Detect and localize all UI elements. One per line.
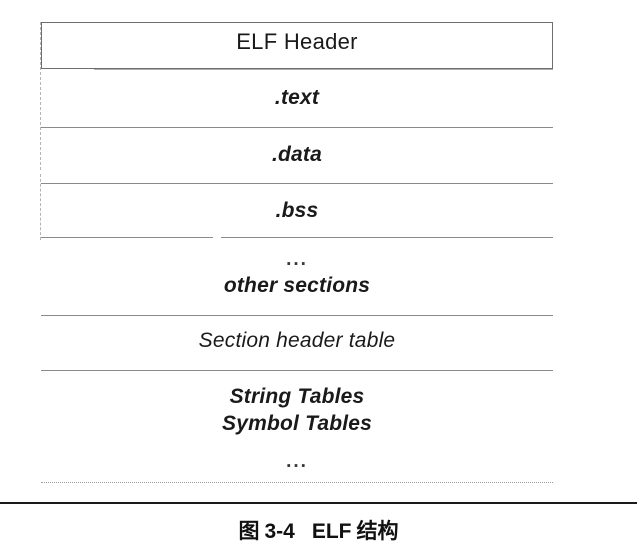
divider-bss-other-right [221,237,553,238]
divider-data-bss [41,183,553,184]
divider-shtable-tables [41,370,553,371]
divider-bss-other-left [41,237,213,238]
diagram-left-border-upper [40,22,41,170]
section-label-string-tables: String Tables [229,385,365,408]
section-label-other-sections: other sections [223,274,371,297]
section-label-symbol-tables: Symbol Tables [221,412,373,436]
elf-header-box [41,22,553,69]
section-label-ellipsis-upper: ... [286,249,308,270]
divider-text-data [41,127,553,128]
section-label-tables: String Tables Symbol Tables [41,383,553,438]
section-label-data: .data [271,143,322,166]
section-label-section-header-table: Section header table [198,329,396,352]
caption-subject: ELF [311,520,352,543]
caption-number: 3-4 [264,520,295,543]
section-label-elf-header: ELF Header [236,29,358,54]
page-divider-rule [0,502,637,504]
caption-figure-word: 图 [238,520,260,543]
caption-noun: 结构 [356,520,399,543]
elf-structure-diagram: ELF Header .text .data .bss ... other se… [40,22,553,483]
diagram-left-border-lower [40,174,41,240]
divider-other-sections-shtable [41,315,553,316]
divider-elf-header-text [94,69,553,70]
section-label-bss: .bss [275,199,319,222]
section-label-ellipsis-lower: ... [286,451,308,472]
section-label-text: .text [274,86,320,109]
diagram-bottom-border [41,482,553,483]
